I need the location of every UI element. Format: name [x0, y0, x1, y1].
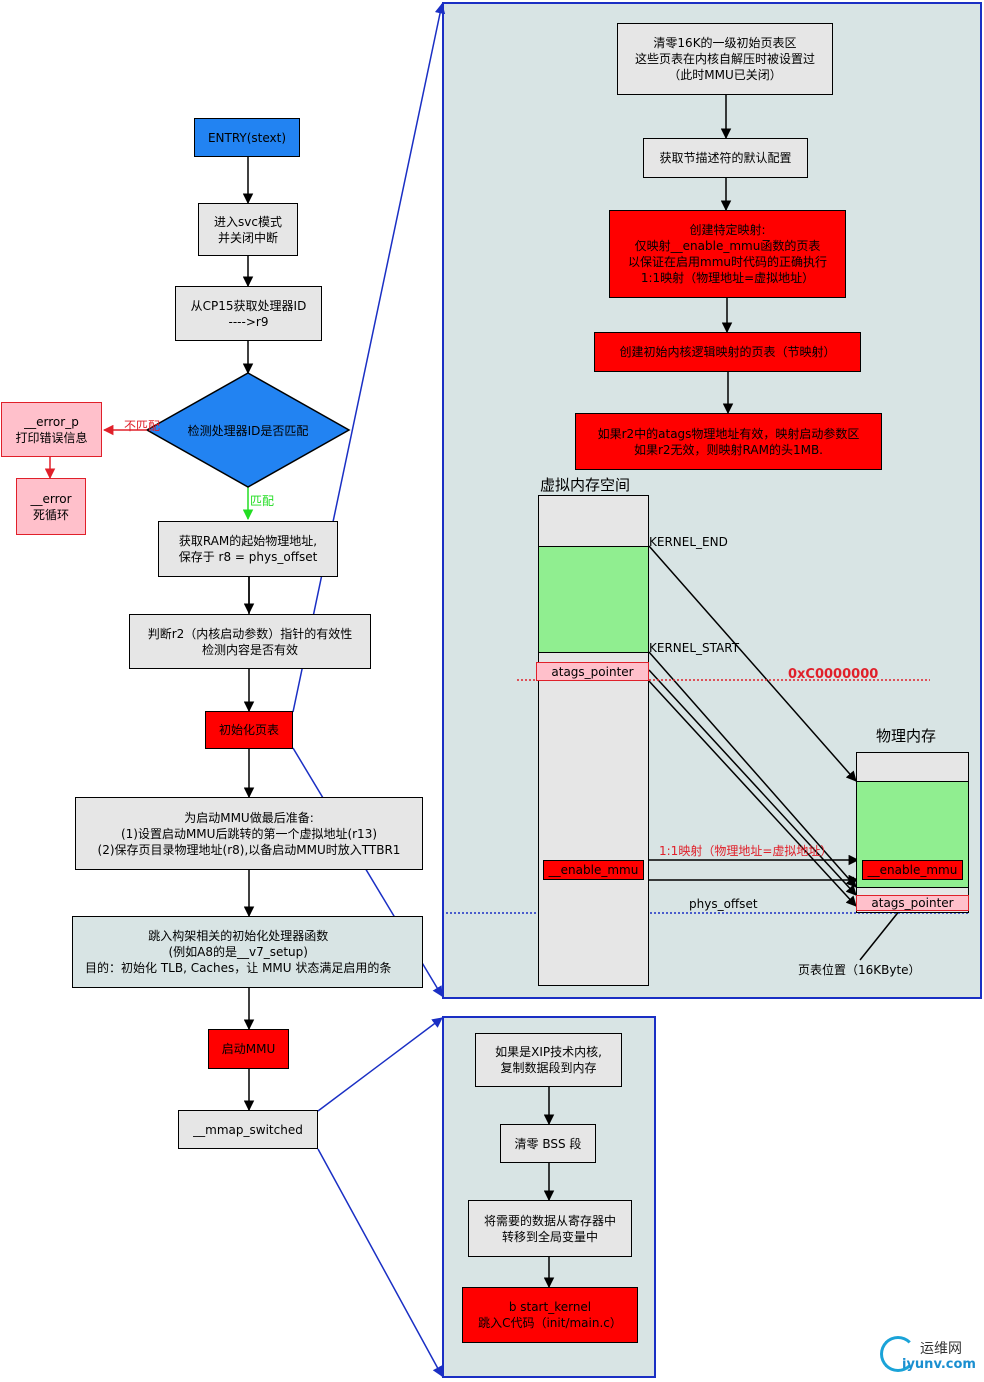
no-match-label: 不匹配 — [124, 419, 161, 433]
atags-pointer-virtual: atags_pointer — [536, 662, 649, 681]
init-page-table-box: 初始化页表 — [205, 711, 293, 749]
svc-mode-box: 进入svc模式 并关闭中断 — [198, 203, 298, 256]
enable-mmu-box: 启动MMU — [208, 1029, 289, 1069]
kernel-end-label: KERNEL_END — [649, 535, 728, 549]
error-loop-box: __error 死循环 — [16, 478, 86, 535]
watermark-logo-icon — [880, 1336, 916, 1372]
phys-offset-label: phys_offset — [689, 897, 758, 911]
page-table-location-label: 页表位置（16KByte） — [798, 963, 921, 977]
check-r2-box: 判断r2（内核启动参数）指针的有效性 检测内容是否有效 — [129, 614, 371, 669]
watermark-cn: 运维网 — [920, 1341, 962, 1357]
cp15-id-box: 从CP15获取处理器ID ---->r9 — [175, 286, 322, 341]
kernel-start-label: KERNEL_START — [649, 641, 740, 655]
watermark-url: iyunv.com — [902, 1357, 976, 1372]
atags-pointer-physical: atags_pointer — [856, 895, 969, 911]
page-offset-label: 0xC0000000 — [788, 667, 879, 682]
error-p-box: __error_p 打印错误信息 — [1, 402, 102, 457]
section-config-box: 获取节描述符的默认配置 — [643, 138, 808, 178]
check-id-label: 检测处理器ID是否匹配 — [187, 424, 309, 438]
virtual-space-title: 虚拟内存空间 — [540, 476, 631, 494]
cpu-init-box: 跳入构架相关的初始化处理器函数 (例如A8的是__v7_setup) 目的：初始… — [72, 916, 423, 988]
atags-map-box: 如果r2中的atags物理地址有效，映射启动参数区 如果r2无效，则映射RAM的… — [575, 413, 882, 470]
mmap-switched-box: __mmap_switched — [178, 1110, 318, 1149]
save-regs-box: 将需要的数据从寄存器中 转移到全局变量中 — [468, 1200, 632, 1257]
prep-mmu-box: 为启动MMU做最后准备: (1)设置启动MMU后跳转的第一个虚拟地址(r13) … — [75, 797, 423, 870]
identity-map-label: 1:1映射（物理地址=虚拟地址） — [659, 844, 833, 858]
clear-pagetable-box: 清零16K的一级初始页表区 这些页表在内核自解压时被设置过 （此时MMU已关闭） — [617, 23, 833, 95]
start-kernel-box: b start_kernel 跳入C代码（init/main.c） — [462, 1287, 638, 1343]
entry-stext-box: ENTRY(stext) — [194, 118, 300, 157]
enable-mmu-physical: __enable_mmu — [862, 860, 963, 880]
kernel-region — [538, 546, 649, 653]
physical-memory-title: 物理内存 — [876, 727, 937, 745]
enable-mmu-virtual: __enable_mmu — [543, 860, 644, 880]
specific-map-box: 创建特定映射: 仅映射__enable_mmu函数的页表 以保证在启用mmu时代… — [609, 210, 846, 298]
xip-copy-box: 如果是XIP技术内核, 复制数据段到内存 — [475, 1033, 622, 1087]
match-label: 匹配 — [250, 494, 275, 508]
clear-bss-box: 清零 BSS 段 — [500, 1124, 596, 1163]
linear-map-box: 创建初始内核逻辑映射的页表（节映射） — [594, 332, 861, 372]
get-ram-box: 获取RAM的起始物理地址, 保存于 r8 = phys_offset — [158, 521, 338, 577]
